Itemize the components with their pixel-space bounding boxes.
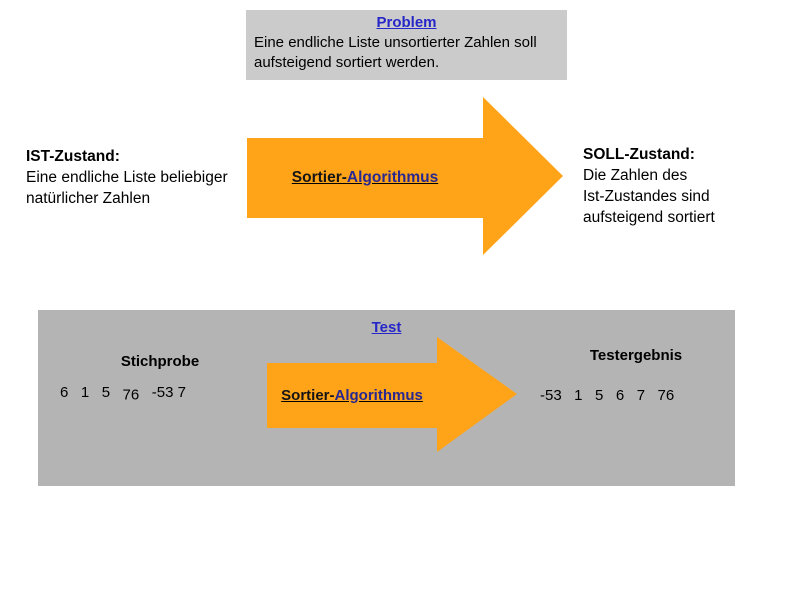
stichprobe-label: Stichprobe xyxy=(120,353,200,370)
soll-zustand-line3: aufsteigend sortiert xyxy=(583,209,715,226)
sortier-label-part: Sortier- xyxy=(281,387,335,404)
ist-zustand-block: IST-Zustand: Eine endliche Liste beliebi… xyxy=(26,146,228,209)
arrow-body xyxy=(267,363,437,428)
ist-zustand-title: IST-Zustand: xyxy=(26,148,120,165)
arrow-body xyxy=(247,138,483,218)
test-link[interactable]: Test xyxy=(371,319,402,336)
sample-values-part3: -53 7 xyxy=(139,384,186,401)
soll-zustand-line2: Ist-Zustandes sind xyxy=(583,188,710,205)
sortier-algorithmus-link-main[interactable]: Sortier-Algorithmus xyxy=(247,138,483,218)
sortier-algorithmus-arrow-main: Sortier-Algorithmus xyxy=(247,97,563,255)
sortier-algorithmus-link-test[interactable]: Sortier-Algorithmus xyxy=(267,363,437,428)
ist-zustand-line1: Eine endliche Liste beliebiger xyxy=(26,169,228,186)
algorithmus-label-part: Algorithmus xyxy=(346,169,439,186)
arrow-head-icon xyxy=(437,337,517,452)
soll-zustand-line1: Die Zahlen des xyxy=(583,167,688,184)
sortier-algorithmus-arrow-test: Sortier-Algorithmus xyxy=(267,337,517,452)
sample-values-part2: 76 xyxy=(122,386,140,404)
problem-link[interactable]: Problem xyxy=(376,14,437,31)
test-box: Test Stichprobe 6 1 5 76 -53 7 Sortier-A… xyxy=(38,310,735,486)
sortier-label-part: Sortier- xyxy=(291,169,347,186)
result-values: -53 1 5 6 7 76 xyxy=(540,387,675,404)
soll-zustand-block: SOLL-Zustand: Die Zahlen des Ist-Zustand… xyxy=(583,144,715,228)
sample-values-part1: 6 1 5 xyxy=(60,384,123,401)
testergebnis-label: Testergebnis xyxy=(589,347,683,364)
sample-values: 6 1 5 76 -53 7 xyxy=(60,384,186,404)
problem-text-line1: Eine endliche Liste unsortierter Zahlen … xyxy=(254,34,537,51)
problem-box: Problem Eine endliche Liste unsortierter… xyxy=(246,10,567,80)
arrow-head-icon xyxy=(483,97,563,255)
algorithmus-label-part: Algorithmus xyxy=(334,387,423,404)
ist-zustand-line2: natürlicher Zahlen xyxy=(26,190,151,207)
problem-text-line2: aufsteigend sortiert werden. xyxy=(254,54,440,71)
soll-zustand-title: SOLL-Zustand: xyxy=(583,146,695,163)
